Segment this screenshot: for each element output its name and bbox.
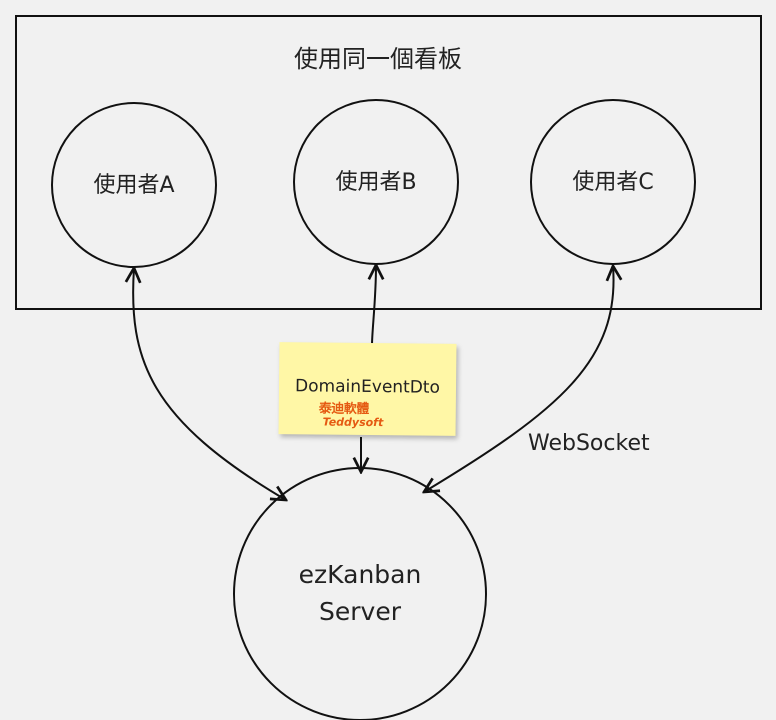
server-node	[233, 467, 487, 720]
server-label-line2: Server	[319, 597, 402, 626]
websocket-label: WebSocket	[528, 431, 650, 456]
sticky-note-text: DomainEventDto	[294, 376, 441, 398]
user-b-label: 使用者B	[335, 170, 416, 195]
sticky-note: DomainEventDto 泰迪軟體 Teddysoft	[278, 342, 457, 436]
logo-english-text: Teddysoft	[322, 415, 384, 430]
board-frame	[15, 15, 762, 310]
connector-user-a-server	[133, 268, 286, 500]
server-label-line1: ezKanban	[299, 560, 422, 589]
connector-user-c-server	[424, 266, 614, 492]
user-a-label: 使用者A	[93, 173, 174, 198]
user-c-label: 使用者C	[572, 170, 653, 195]
teddysoft-logo: 泰迪軟體 Teddysoft	[319, 401, 384, 431]
board-title: 使用同一個看板	[294, 45, 462, 73]
connector-user-b-server	[372, 265, 376, 346]
